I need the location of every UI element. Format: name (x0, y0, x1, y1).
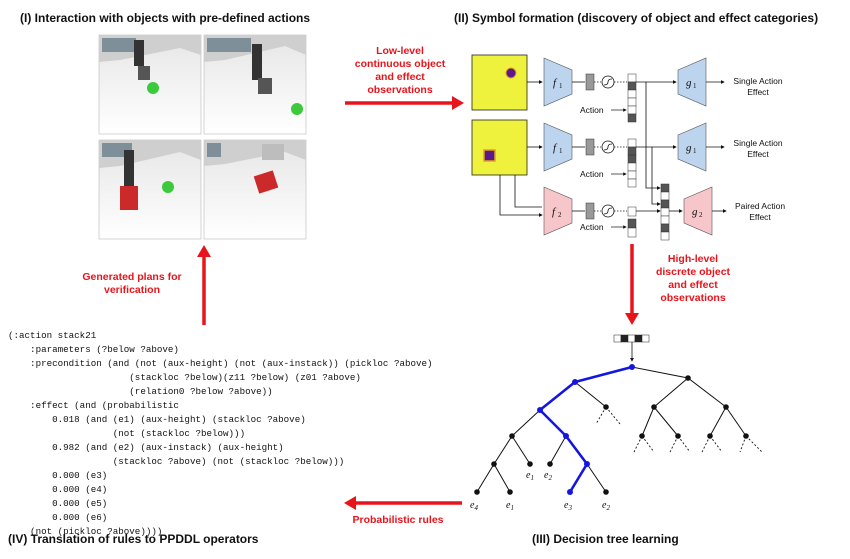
code-line: (relation0 ?below ?above)) (8, 386, 273, 397)
action-label-3: Action (580, 222, 604, 232)
object-image-1 (471, 54, 528, 111)
robot-image-1 (98, 34, 202, 135)
leaf-label: e3 (564, 500, 572, 512)
leaf-label: e4 (470, 500, 478, 512)
panel4-title: (IV) Translation of rules to PPDDL opera… (8, 532, 259, 546)
panel1-title: (I) Interaction with objects with pre-de… (20, 11, 310, 25)
object-image-2 (471, 119, 528, 176)
probabilistic-label: Probabilistic rules (352, 514, 443, 526)
effect3-line1: Paired Action (735, 201, 785, 211)
leaf-label: e1 (526, 470, 534, 482)
object-marker-icon (483, 149, 496, 162)
ppddl-code: (:action stack21 :parameters (?below ?ab… (8, 330, 433, 537)
generated-line1: Generated plans for (82, 271, 181, 283)
leaf-label: e2 (544, 470, 552, 482)
encoder-f1-top (543, 57, 573, 107)
action-label-1: Action (580, 105, 604, 115)
arrow-high-level: High-level discrete object and effect ob… (625, 244, 731, 325)
code-line: 0.018 (and (e1) (aux-height) (stackloc ?… (8, 414, 306, 425)
code-line: 0.982 (and (e2) (aux-instack) (aux-heigh… (8, 442, 284, 453)
decoder3-label: g (692, 206, 698, 218)
arrow-probabilistic: Probabilistic rules (344, 496, 462, 526)
code-line: (stackloc ?above) (not (stackloc ?below)… (8, 456, 344, 467)
leaf-label: e2 (602, 500, 610, 512)
low-level-line3: and effect (375, 71, 425, 83)
effect2-line2: Effect (747, 149, 769, 159)
code-line: 0.000 (e5) (8, 498, 107, 509)
robot-image-grid (98, 34, 307, 240)
code-line: :effect (and (probabilistic (8, 400, 179, 411)
code-line: (not (pickloc ?above)))) (8, 526, 162, 537)
high-level-line3: and effect (668, 279, 718, 291)
low-level-line4: observations (367, 84, 433, 96)
encoder-f1-mid (543, 122, 573, 172)
decoder-g1-top (677, 57, 707, 107)
code-line: 0.000 (e6) (8, 512, 107, 523)
encoder1-label: f (553, 77, 558, 89)
arrow-generated-plans: Generated plans for verification (82, 245, 211, 325)
generated-line2: verification (104, 284, 160, 296)
decoder2-label: g (686, 142, 692, 154)
code-line: 0.000 (e4) (8, 484, 107, 495)
arrow-low-level: Low-level continuous object and effect o… (345, 45, 464, 110)
low-level-line2: continuous object (355, 58, 446, 70)
encoder-f2 (543, 186, 573, 236)
object-marker-icon (505, 67, 517, 79)
green-ball-icon (291, 103, 303, 115)
red-cube-icon (253, 170, 279, 194)
effect1-line1: Single Action (733, 76, 782, 86)
panel3-title: (III) Decision tree learning (532, 532, 679, 546)
robot-image-3 (98, 139, 202, 240)
decision-tree: e4 e1 e1 e2 e3 e2 (470, 334, 763, 512)
high-level-line2: discrete object (656, 266, 731, 278)
decision-path (539, 365, 633, 493)
decoder1-sub: 1 (693, 82, 697, 90)
code-line: :parameters (?below ?above) (8, 344, 179, 355)
red-cube-icon (120, 186, 138, 210)
encoder1-sub: 1 (559, 82, 563, 90)
code-line: :precondition (and (not (aux-height) (no… (8, 358, 433, 369)
decoder2-sub: 1 (693, 147, 697, 155)
green-ball-icon (147, 82, 159, 94)
effect3-line2: Effect (749, 212, 771, 222)
decoder1-label: g (686, 77, 692, 89)
encoder3-sub: 2 (558, 211, 562, 219)
effect1-line2: Effect (747, 87, 769, 97)
panel2-title: (II) Symbol formation (discovery of obje… (454, 11, 818, 25)
encoder2-sub: 1 (559, 147, 563, 155)
robot-image-2 (203, 34, 307, 135)
leaf-label: e1 (506, 500, 514, 512)
code-line: 0.000 (e3) (8, 470, 107, 481)
robot-image-4 (203, 139, 307, 240)
effect2-line1: Single Action (733, 138, 782, 148)
green-ball-icon (162, 181, 174, 193)
decoder3-sub: 2 (699, 211, 703, 219)
encoder3-label: f (552, 206, 557, 218)
low-level-line1: Low-level (376, 45, 424, 57)
high-level-line4: observations (660, 292, 726, 304)
high-level-line1: High-level (668, 253, 718, 265)
code-line: (:action stack21 (8, 330, 97, 341)
encoder2-label: f (553, 142, 558, 154)
action-label-2: Action (580, 169, 604, 179)
decoder-g2 (683, 186, 713, 236)
code-line: (not (stackloc ?below))) (8, 428, 245, 439)
decoder-g1-mid (677, 122, 707, 172)
symbol-network: f 1 f 1 f 2 Action (471, 54, 785, 241)
code-line: (stackloc ?below)(z11 ?below) (z01 ?abov… (8, 372, 361, 383)
